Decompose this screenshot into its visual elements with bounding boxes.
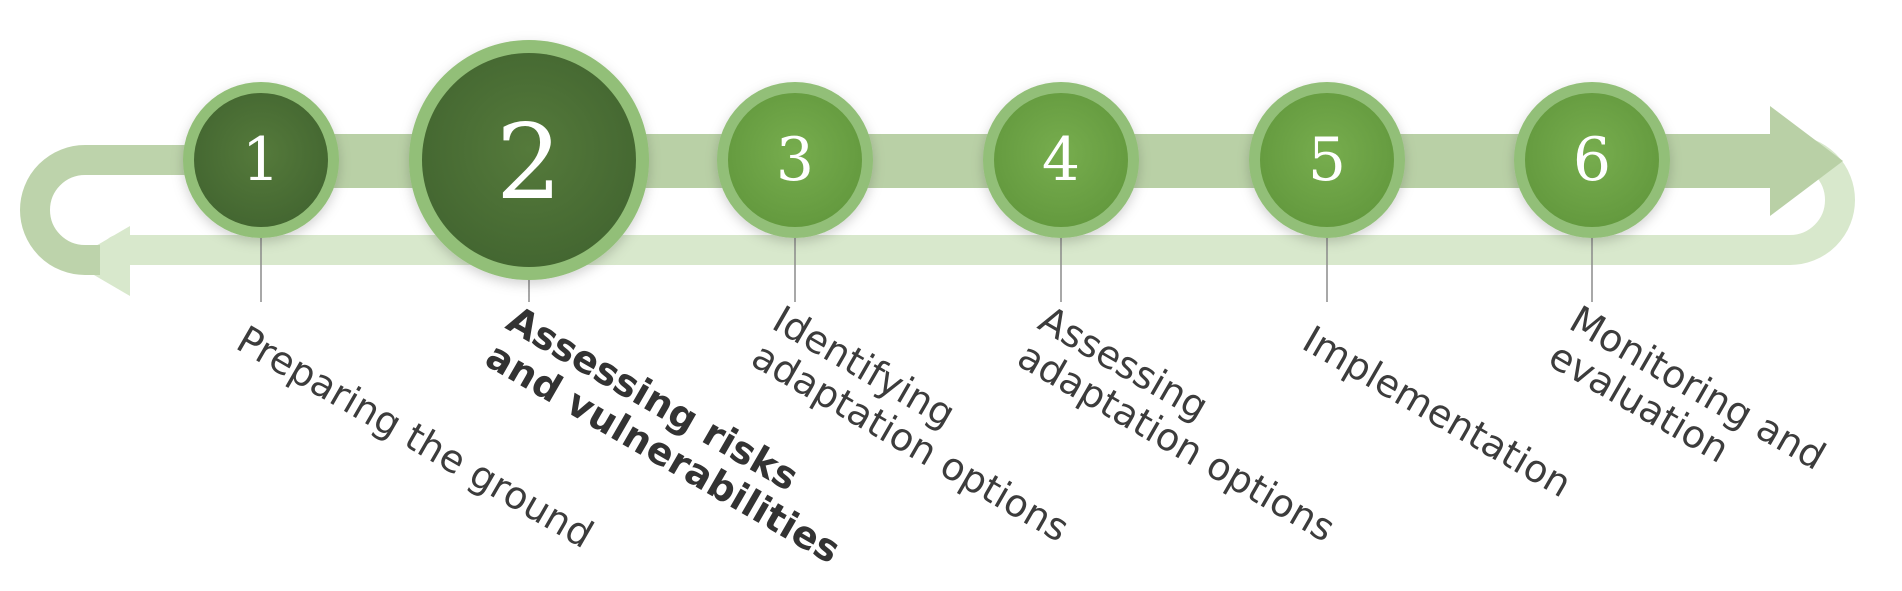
step-disk-3 (728, 93, 862, 227)
step-node-5: 5 (1249, 82, 1405, 238)
step-disk-2 (422, 53, 636, 267)
forward-arrowhead (1770, 106, 1843, 216)
left-turn-band (20, 145, 200, 275)
step-disk-5 (1260, 93, 1394, 227)
step-number-6: 6 (1573, 125, 1611, 195)
step-disk-4 (994, 93, 1128, 227)
step-disk-1 (194, 93, 328, 227)
step-node-6: 6 (1514, 82, 1670, 238)
step-number-3: 3 (776, 125, 814, 195)
step-node-3: 3 (717, 82, 873, 238)
step-node-2: 2 (409, 40, 649, 280)
step-node-1: 1 (183, 82, 339, 238)
connectors (260, 238, 1593, 302)
step-disk-6 (1525, 93, 1659, 227)
step-number-5: 5 (1308, 125, 1346, 195)
step-node-4: 4 (983, 82, 1139, 238)
step-number-1: 1 (242, 125, 280, 195)
step-number-2: 2 (496, 101, 562, 223)
step-number-4: 4 (1042, 125, 1080, 195)
step-nodes: 1 2 3 4 5 6 (183, 40, 1670, 280)
